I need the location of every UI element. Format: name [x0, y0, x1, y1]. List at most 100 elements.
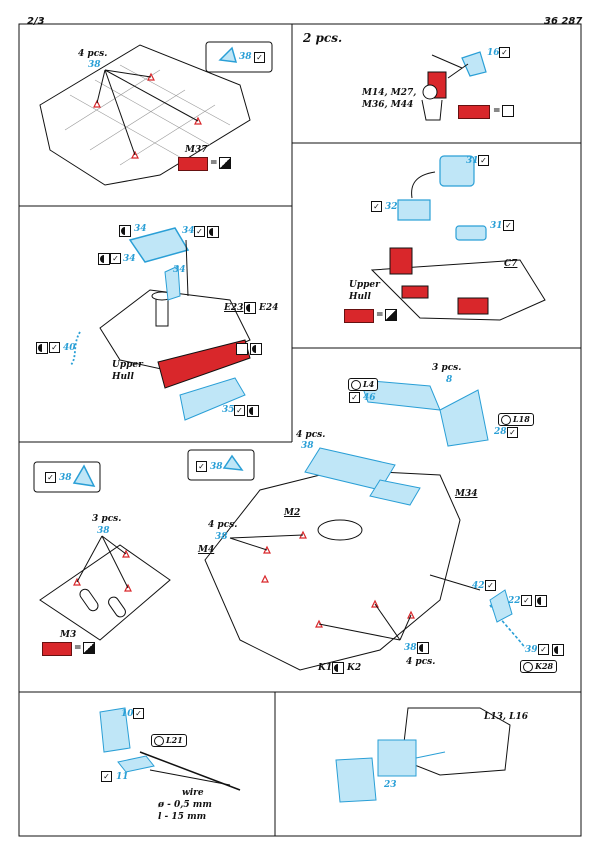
fold-icon — [250, 343, 262, 355]
panel-main-hull — [187, 379, 526, 671]
four-pcs-label: 4 pcs. — [296, 430, 326, 440]
part-34-number: 34 — [173, 265, 186, 275]
l13-l16-label: L13, L16 — [484, 712, 528, 722]
paint-swatch-red — [178, 157, 208, 171]
part-38-number: 38 — [97, 526, 110, 536]
part-40-number: 40 — [63, 343, 76, 353]
part-22-number: 22 — [508, 596, 521, 606]
panel-lamp-guard — [421, 51, 487, 121]
paint-finish-icon — [83, 642, 95, 654]
part-31-number: 31 — [466, 156, 479, 166]
part-16-number: 16 — [487, 48, 500, 58]
part-11-number: 11 — [116, 772, 129, 782]
wire-length-label: l - 15 mm — [158, 812, 207, 822]
equals-sign: = — [210, 158, 218, 168]
part-28-number: 28 — [494, 427, 507, 437]
part-34-number: 34 — [123, 254, 136, 264]
check-icon: ✓ — [521, 595, 532, 606]
check-icon: ✓ — [485, 580, 496, 591]
m2-label: M2 — [284, 508, 301, 518]
part-35-number: 35 — [222, 405, 235, 415]
four-pcs-label: 4 pcs. — [406, 657, 436, 667]
paint-swatch-red — [42, 642, 72, 656]
check-icon: ✓ — [349, 392, 360, 403]
upper-hull-label: Hull — [349, 292, 371, 302]
part-31-number: 31 — [490, 221, 503, 231]
upper-hull-label: Upper — [112, 360, 143, 370]
k1-label: K1 — [318, 663, 333, 673]
part-38-icon-frame — [205, 41, 273, 73]
upper-hull-label: Upper — [349, 280, 380, 290]
two-pcs-label: 2 pcs. — [303, 31, 343, 45]
m14-label: M14, M27, — [362, 88, 417, 98]
assembly-ref-k28: K28 — [520, 660, 558, 673]
check-icon: ✓ — [234, 405, 245, 416]
m34-label: M34 — [455, 489, 478, 499]
equals-sign: = — [493, 106, 501, 116]
check-icon: ✓ — [254, 52, 265, 63]
panel-floor-plate — [39, 44, 251, 186]
check-icon: ✓ — [503, 220, 514, 231]
m36-label: M36, M44 — [362, 100, 414, 110]
paint-finish-icon — [236, 343, 248, 355]
panel-upper-hull-rear — [69, 227, 251, 421]
assembly-icon — [501, 415, 511, 425]
panel-l21 — [99, 707, 241, 791]
check-icon: ✓ — [101, 771, 112, 782]
part-38-number: 38 — [301, 441, 314, 451]
part-38-number: 38 — [239, 52, 252, 62]
fold-icon — [244, 302, 256, 314]
page-number: 2/3 — [27, 16, 45, 27]
l18-label: L18 — [513, 414, 530, 424]
k28-label: K28 — [535, 661, 554, 671]
part-38-number: 38 — [210, 462, 223, 472]
check-icon: ✓ — [371, 201, 382, 212]
panel-c7-hatch — [370, 155, 546, 321]
part-34-number: 34 — [182, 226, 195, 236]
paint-finish-icon — [502, 105, 514, 117]
l21-label: L21 — [166, 735, 183, 745]
check-icon: ✓ — [110, 253, 121, 264]
outer-frame — [18, 23, 582, 837]
check-icon: ✓ — [538, 644, 549, 655]
assembly-ref-l21: L21 — [151, 734, 187, 747]
part-39-number: 39 — [525, 645, 538, 655]
upper-hull-label: Hull — [112, 372, 134, 382]
check-icon: ✓ — [478, 155, 489, 166]
check-icon: ✓ — [133, 708, 144, 719]
check-icon: ✓ — [196, 461, 207, 472]
assembly-ref-l4: L4 — [348, 378, 379, 391]
panel-m3-plate — [33, 461, 171, 641]
fold-icon — [417, 642, 429, 654]
equals-sign: = — [376, 310, 384, 320]
part-23-number: 23 — [384, 780, 397, 790]
fold-icon — [552, 644, 564, 656]
fold-icon — [36, 342, 48, 354]
fold-icon — [119, 225, 131, 237]
k2-label: K2 — [347, 663, 362, 673]
fold-icon — [247, 405, 259, 417]
check-icon: ✓ — [49, 342, 60, 353]
assembly-ref-l18: L18 — [498, 413, 534, 426]
part-38-number: 38 — [215, 532, 228, 542]
three-pcs-label: 3 pcs. — [92, 514, 122, 524]
paint-finish-icon — [385, 309, 397, 321]
assembly-icon — [523, 662, 533, 672]
wire-diameter-label: ø - 0,5 mm — [158, 800, 212, 810]
part-46-number: 46 — [363, 393, 376, 403]
l4-label: L4 — [363, 379, 375, 389]
wire-label: wire — [182, 788, 204, 798]
four-pcs-label: 4 pcs. — [208, 520, 238, 530]
check-icon: ✓ — [499, 47, 510, 58]
panel-l13 — [335, 707, 511, 803]
triangle-bracket-icon — [218, 46, 238, 63]
part-38-number: 38 — [404, 643, 417, 653]
fold-icon — [535, 595, 547, 607]
m4-label: M4 — [198, 545, 215, 555]
part-38-number: 38 — [88, 60, 101, 70]
paint-swatch-red — [458, 105, 490, 119]
m3-label: M3 — [60, 630, 77, 640]
fold-icon — [332, 662, 344, 674]
fold-icon — [98, 253, 110, 265]
